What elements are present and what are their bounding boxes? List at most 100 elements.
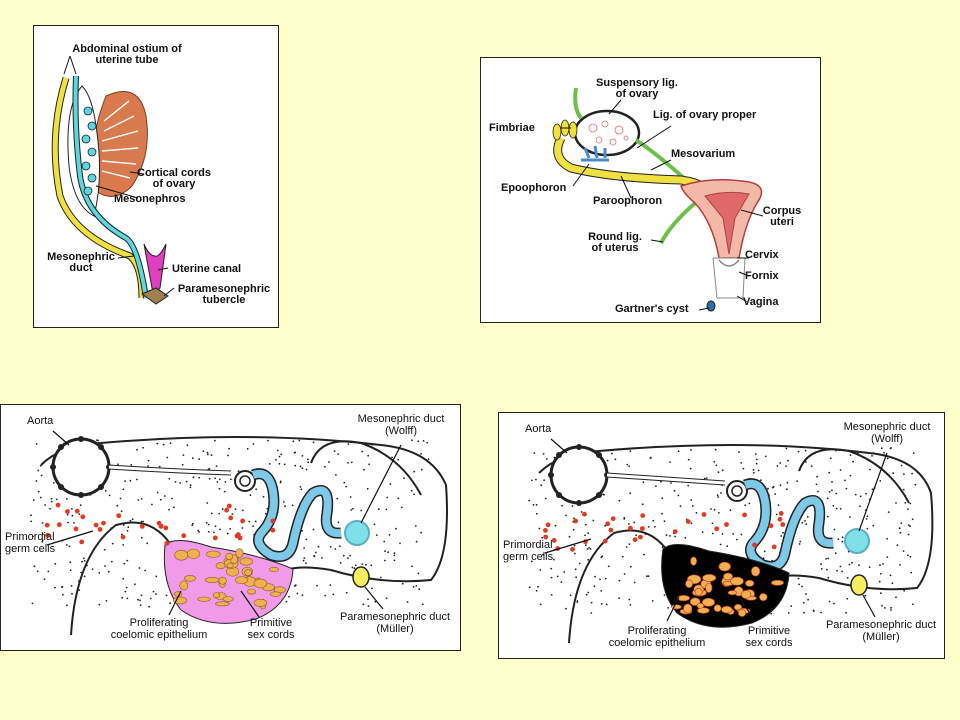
stipple-dot: [111, 542, 114, 545]
stipple-dot: [896, 544, 899, 546]
sex-cord: [215, 601, 230, 607]
stipple-dot: [377, 508, 380, 511]
stipple-dot: [805, 461, 807, 463]
stipple-dot: [231, 513, 234, 515]
stipple-dot: [267, 439, 269, 442]
germ-cell: [181, 533, 187, 539]
stipple-dot: [315, 551, 317, 554]
stipple-dot: [851, 561, 853, 564]
stipple-dot: [285, 600, 288, 603]
stipple-dot: [907, 554, 909, 557]
stipple-dot: [703, 477, 706, 480]
stipple-dot: [305, 468, 308, 471]
stipple-dot: [182, 454, 185, 456]
stipple-dot: [156, 442, 159, 445]
stipple-dot: [345, 485, 347, 488]
stipple-dot: [790, 605, 793, 607]
stipple-dot: [650, 456, 652, 459]
stipple-dot: [30, 514, 32, 517]
stipple-dot: [127, 526, 130, 529]
stipple-dot: [798, 583, 800, 586]
stipple-dot: [119, 497, 122, 500]
stipple-dot: [83, 575, 86, 578]
stipple-dot: [610, 452, 613, 455]
stipple-dot: [173, 506, 175, 509]
stipple-dot: [123, 562, 126, 565]
sex-cord: [247, 588, 256, 595]
stipple-dot: [535, 589, 538, 592]
stipple-dot: [705, 477, 708, 479]
stipple-dot: [352, 507, 354, 510]
stipple-dot: [584, 523, 587, 526]
stipple-dot: [667, 607, 669, 609]
stipple-dot: [329, 584, 332, 586]
stipple-dot: [742, 467, 745, 470]
germ-cell: [93, 522, 99, 528]
cross-section-early-illustration: [30, 430, 448, 636]
stipple-dot: [565, 607, 567, 610]
stipple-dot: [169, 442, 172, 444]
stipple-dot: [542, 553, 544, 556]
stipple-dot: [252, 443, 255, 445]
stipple-dot: [206, 451, 209, 454]
stipple-dot: [782, 531, 784, 534]
sex-cord: [696, 603, 705, 609]
stipple-dot: [224, 481, 227, 483]
stipple-dot: [689, 467, 692, 470]
stipple-dot: [83, 557, 85, 560]
stipple-dot: [41, 539, 44, 542]
stipple-dot: [305, 538, 308, 541]
stipple-dot: [215, 465, 218, 467]
stipple-dot: [365, 563, 367, 566]
stipple-dot: [122, 544, 125, 546]
stipple-dot: [353, 567, 356, 570]
stipple-dot: [647, 526, 650, 528]
sex-cord: [226, 562, 234, 569]
mesonephric-tubules: [81, 106, 97, 196]
stipple-dot: [891, 582, 894, 585]
stipple-dot: [629, 604, 632, 606]
gartners-cyst-shape: [706, 300, 716, 312]
stipple-dot: [628, 543, 631, 545]
stipple-dot: [884, 607, 886, 609]
stipple-dot: [33, 565, 36, 568]
stipple-dot: [828, 490, 831, 493]
stipple-dot: [110, 560, 113, 563]
stipple-dot: [625, 546, 628, 548]
stipple-dot: [890, 609, 892, 611]
stipple-dot: [878, 580, 881, 583]
stipple-dot: [210, 454, 213, 456]
stipple-dot: [168, 508, 170, 511]
stipple-dot: [674, 535, 676, 538]
stipple-dot: [805, 523, 808, 526]
stipple-dot: [690, 499, 693, 501]
stipple-dot: [361, 450, 364, 453]
stipple-dot: [324, 465, 326, 468]
germ-cell: [742, 512, 747, 518]
stipple-dot: [305, 562, 307, 564]
stipple-dot: [336, 497, 339, 500]
stipple-dot: [158, 465, 161, 468]
stipple-dot: [275, 459, 277, 461]
stipple-dot: [600, 556, 603, 558]
muller-duct-shape: [850, 574, 868, 596]
stipple-dot: [384, 559, 386, 562]
germ-cell: [228, 515, 234, 521]
stipple-dot: [898, 527, 901, 530]
stipple-dot: [397, 458, 400, 461]
stipple-dot: [54, 562, 57, 565]
stipple-dot: [422, 440, 425, 442]
stipple-dot: [633, 581, 636, 584]
stipple-dot: [590, 601, 593, 604]
stipple-dot: [806, 516, 809, 518]
stipple-dot: [576, 592, 578, 594]
stipple-dot: [50, 497, 53, 500]
stipple-dot: [903, 589, 906, 592]
stipple-dot: [879, 564, 881, 567]
stipple-dot: [110, 527, 113, 529]
stipple-dot: [403, 477, 405, 480]
stipple-dot: [661, 512, 663, 515]
stipple-dot: [179, 482, 182, 484]
stipple-dot: [757, 469, 760, 472]
